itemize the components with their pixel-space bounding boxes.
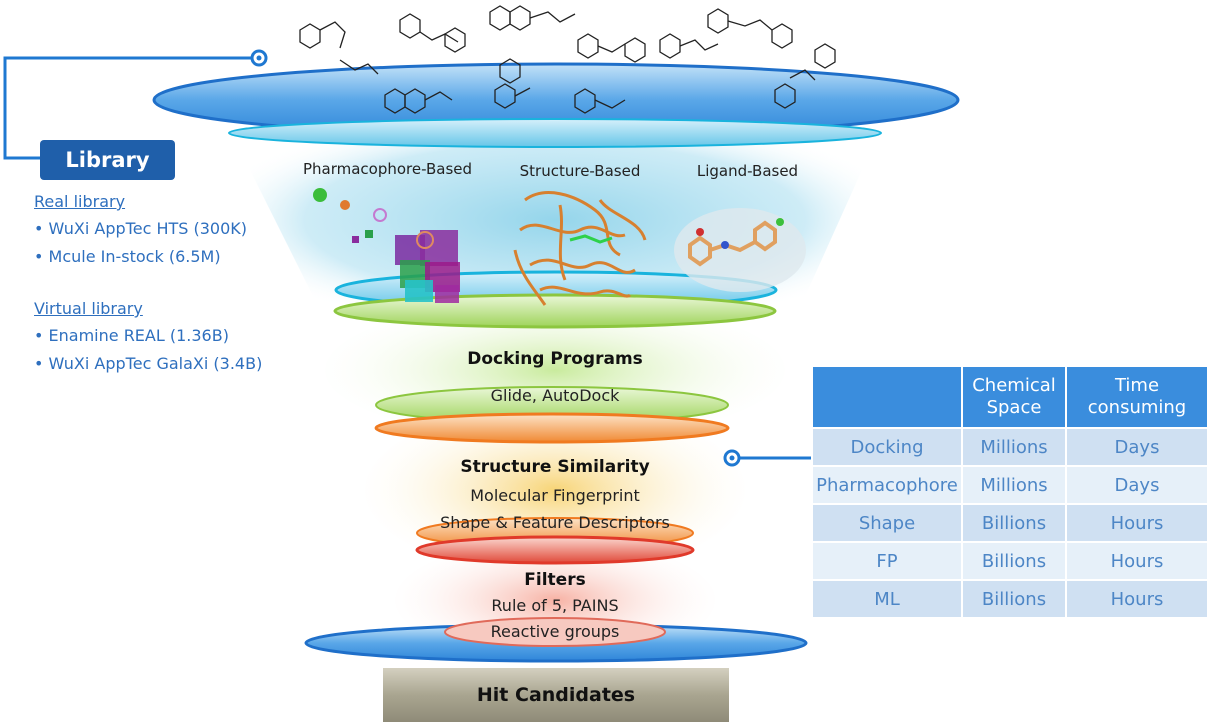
table-row: Docking Millions Days [811, 427, 1209, 467]
ligand-based-label: Ligand-Based [696, 162, 799, 180]
table-cell-method: ML [811, 579, 963, 619]
filters-title: Filters [524, 570, 586, 590]
virtual-library-item: • WuXi AppTec GalaXi (3.4B) [34, 354, 263, 373]
table-cell-time: Hours [1065, 541, 1209, 581]
table-cell-space: Millions [961, 427, 1067, 467]
docking-disc-orange [374, 412, 730, 444]
table-row: ML Billions Hours [811, 579, 1209, 619]
similarity-disc-red [415, 535, 695, 565]
table-cell-method: FP [811, 541, 963, 581]
structure-based-label: Structure-Based [519, 162, 641, 180]
table-cell-space: Billions [961, 579, 1067, 619]
structure-similarity-title: Structure Similarity [460, 457, 650, 477]
real-library-item: • WuXi AppTec HTS (300K) [34, 219, 248, 238]
library-connector [3, 56, 260, 160]
table-cell-space: Millions [961, 465, 1067, 505]
table-cell-space: Billions [961, 503, 1067, 543]
virtual-library-item: • Enamine REAL (1.36B) [34, 326, 229, 345]
virtual-library-heading: Virtual library [34, 299, 143, 318]
table-cell-time: Hours [1065, 503, 1209, 543]
docking-programs-title: Docking Programs [467, 349, 643, 369]
table-header-empty [811, 365, 963, 429]
table-header-chemical-space: Chemical Space [961, 365, 1067, 429]
shape-feature-label: Shape & Feature Descriptors [440, 513, 670, 532]
table-cell-time: Days [1065, 427, 1209, 467]
library-title: Library [40, 140, 175, 180]
table-cell-method: Pharmacophore [811, 465, 963, 505]
library-disc-lower [228, 118, 882, 148]
table-cell-space: Billions [961, 541, 1067, 581]
real-library-heading: Real library [34, 192, 126, 211]
ligand-structure-image [674, 208, 806, 292]
docking-programs-subtitle: Glide, AutoDock [490, 386, 620, 405]
table-header-row: Chemical Space Time consuming [811, 365, 1209, 429]
table-cell-time: Hours [1065, 579, 1209, 619]
protein-structure-image [513, 191, 647, 306]
molecule-structures [299, 5, 836, 114]
table-row: Shape Billions Hours [811, 503, 1209, 543]
table-cell-method: Shape [811, 503, 963, 543]
rule-of-five-label: Rule of 5, PAINS [491, 596, 619, 615]
real-library-item: • Mcule In-stock (6.5M) [34, 247, 221, 266]
stage1-disc-green [333, 293, 777, 329]
table-cell-time: Days [1065, 465, 1209, 505]
table-row: FP Billions Hours [811, 541, 1209, 581]
table-cell-method: Docking [811, 427, 963, 467]
comparison-table: Chemical Space Time consuming Docking Mi… [811, 365, 1209, 619]
table-row: Pharmacophore Millions Days [811, 465, 1209, 505]
reactive-disc [444, 617, 666, 647]
molecular-fingerprint-label: Molecular Fingerprint [470, 486, 640, 505]
pharmacophore-based-label: Pharmacophore-Based [302, 160, 473, 178]
pharmacophore-model-image [313, 188, 460, 303]
reactive-groups-label: Reactive groups [490, 622, 620, 641]
hit-candidates-box: Hit Candidates [383, 668, 729, 722]
table-header-time-consuming: Time consuming [1065, 365, 1209, 429]
